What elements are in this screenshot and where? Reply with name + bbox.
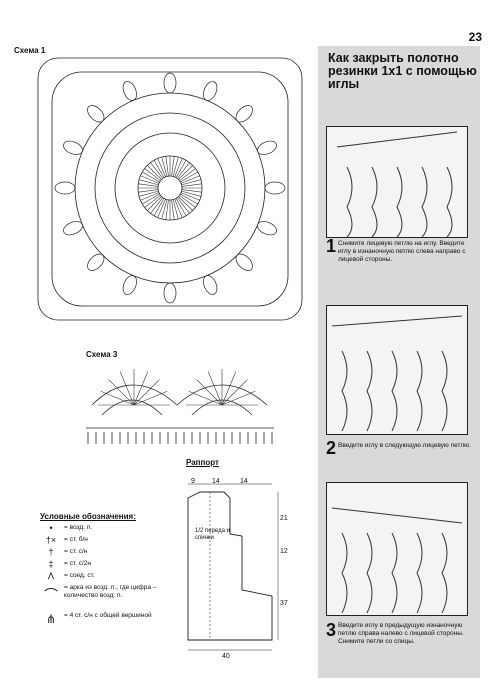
- diagram3-label: Схема 3: [86, 350, 118, 359]
- legend-text-tr: = ст. с/2н: [64, 560, 91, 567]
- step3-illustration: [326, 482, 468, 616]
- pattern-inner-label: 1/2 переда и спинки: [195, 528, 230, 541]
- pattern-dim-right-1: 21: [280, 515, 288, 522]
- step2-illustration: [326, 305, 468, 435]
- diagram1-label: Схема 1: [14, 46, 46, 55]
- step1-illustration: [326, 126, 468, 238]
- legend-text-sc: = ст. б/н: [64, 536, 88, 543]
- pattern-dim-top-1: 9: [191, 478, 195, 485]
- legend-symbol-tr: ‡: [48, 559, 54, 569]
- legend-text-slst: = соед. ст.: [64, 572, 95, 579]
- legend-symbol-cluster: ⋔: [45, 612, 57, 626]
- step1-text: Снимите лицевую петлю на иглу. Введите и…: [338, 240, 466, 263]
- legend-text-dc: = ст. с/н: [64, 548, 88, 555]
- page-number: 23: [468, 30, 482, 44]
- legend-symbol-arch: ⌒: [44, 587, 58, 603]
- pattern-dim-bottom: 40: [222, 653, 230, 660]
- sidebar-title: Как закрыть полотно резинки 1х1 с помощь…: [328, 51, 477, 91]
- legend-title: Условные обозначения:: [40, 512, 136, 521]
- step2-number: 2: [326, 438, 337, 458]
- pattern-dim-right-2: 12: [280, 548, 288, 555]
- step1-number: 1: [326, 236, 337, 256]
- legend-symbol-dc: †: [48, 547, 54, 557]
- legend-text-arch: = арка из возд. п., где цифра – количест…: [64, 584, 157, 599]
- pattern-dim-right-3: 37: [280, 600, 288, 607]
- square-motif-diagram: [37, 57, 303, 321]
- legend-text-chain: = возд. п.: [64, 524, 93, 531]
- pattern-dim-top-3: 14: [240, 478, 248, 485]
- step3-text: Введите иглу в предыдущую изнаночную пет…: [338, 622, 464, 645]
- repeat-label: Раппорт: [186, 458, 219, 467]
- legend-text-cluster: = 4 ст. с/н с общей вершиной: [64, 612, 152, 619]
- step3-number: 3: [326, 620, 337, 640]
- legend-symbol-sc: †×: [45, 535, 57, 545]
- step2-text: Введите иглу в следующую лицевую петлю.: [338, 442, 471, 449]
- legend-symbol-slst: ᐱ: [47, 571, 55, 581]
- legend-symbol-chain: •: [49, 523, 53, 533]
- edging-diagram: [86, 369, 274, 444]
- pattern-schematic: [187, 483, 279, 651]
- pattern-dim-top-2: 14: [212, 478, 220, 485]
